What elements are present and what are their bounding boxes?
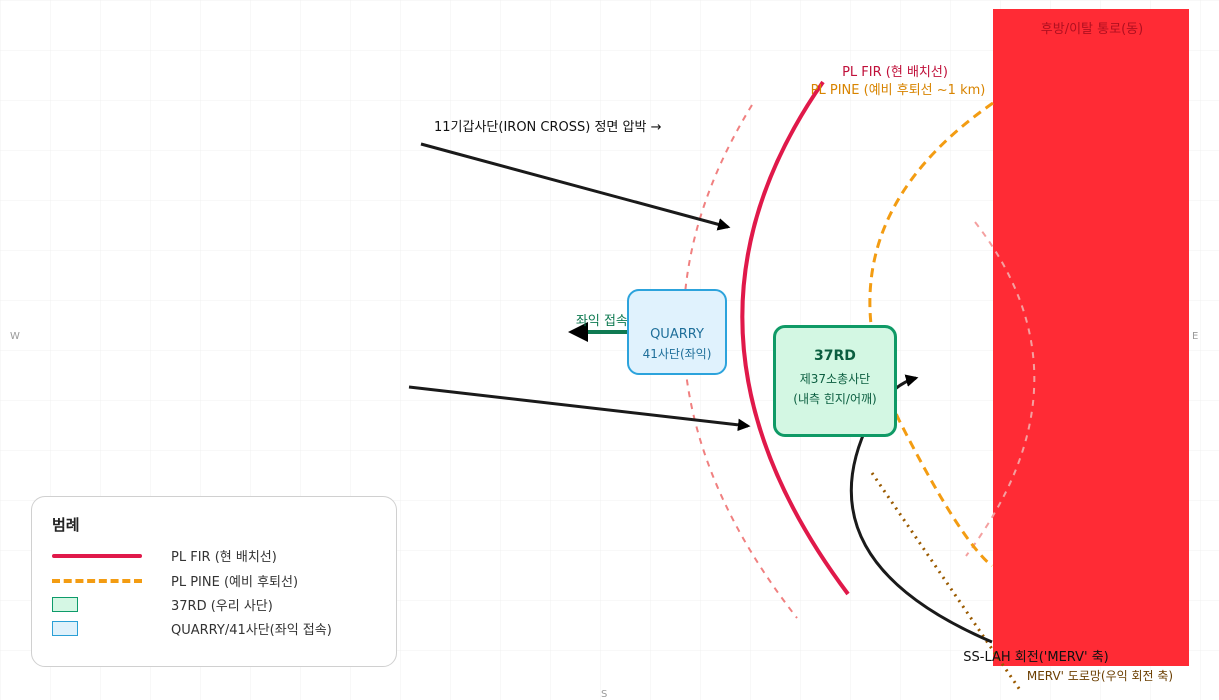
legend-label: PL FIR (현 배치선) — [171, 550, 277, 565]
enemy-main-label: 11기갑사단(IRON CROSS) 정면 압박 → — [434, 120, 662, 135]
pl-fir-line — [740, 80, 850, 596]
legend-swatch-orange-dash — [52, 579, 142, 583]
enemy-arrow-south — [408, 385, 751, 432]
legend-swatch-red-line — [52, 554, 142, 558]
enemy-arrow-north — [420, 142, 731, 231]
legend-item-quarry: QUARRY/41사단(좌익 접속) — [52, 618, 382, 638]
compass-west: W — [10, 331, 20, 342]
pl-pine-line — [868, 101, 994, 568]
merv-road-line — [870, 472, 1022, 691]
ss-lah-label: SS-LAH 회전('MERV' 축) — [963, 650, 1109, 665]
legend-item-pl-pine: PL PINE (예비 후퇴선) — [52, 570, 382, 590]
rd37-title: 37RD — [814, 348, 856, 364]
legend-item-37rd: 37RD (우리 사단) — [52, 594, 382, 614]
pl-fir-label: PL FIR (현 배치선) — [842, 65, 948, 80]
legend-item-pl-fir: PL FIR (현 배치선) — [52, 545, 382, 565]
legend-label: PL PINE (예비 후퇴선) — [171, 575, 299, 590]
quarry-title: QUARRY — [650, 327, 704, 342]
compass-south: S — [601, 689, 608, 700]
rd37-line1: 제37소총사단 — [799, 372, 871, 386]
legend-label: QUARRY/41사단(좌익 접속) — [171, 623, 332, 638]
rd37-line2: (내측 힌지/어깨) — [793, 392, 877, 406]
quarry-subtitle: 41사단(좌익) — [642, 347, 712, 361]
legend-swatch-blue-box — [52, 621, 78, 636]
rear-area-label: 후방/이탈 통로(동) — [1041, 22, 1143, 37]
quarry-unit-box[interactable]: QUARRY 41사단(좌익) — [627, 289, 727, 375]
outer-dashed-arc-right — [965, 221, 1036, 557]
legend-label: 37RD (우리 사단) — [171, 599, 273, 614]
legend-swatch-green-box — [52, 597, 78, 612]
pl-pine-label: PL PINE (예비 후퇴선 ~1 km) — [811, 83, 986, 98]
compass-east: E — [1192, 331, 1199, 342]
rd37-unit-box[interactable]: 37RD 제37소총사단 (내측 힌지/어깨) — [773, 325, 897, 437]
legend-panel: 범례 PL FIR (현 배치선) PL PINE (예비 후퇴선) 37RD … — [31, 496, 397, 667]
legend-title: 범례 — [52, 516, 80, 534]
merv-road-label: MERV' 도로망(우익 회전 축) — [1027, 669, 1173, 683]
rear-area-block — [993, 9, 1189, 666]
